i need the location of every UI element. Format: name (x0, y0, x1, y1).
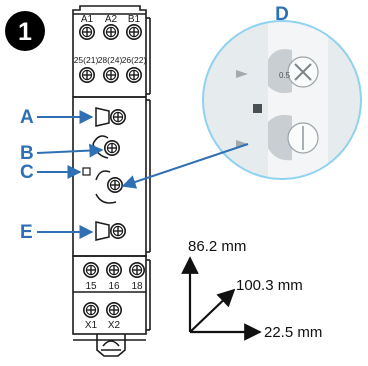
callout-label-c: C (20, 162, 34, 183)
callout-a: A (20, 107, 94, 128)
terminal-label-b1: B1 (128, 14, 141, 25)
screw-icon (126, 67, 142, 83)
depth-label: 100.3 mm (236, 277, 303, 294)
screw-icon (129, 261, 145, 279)
dimension-axes (181, 256, 262, 341)
terminal-label-a2: A2 (105, 14, 118, 25)
screw-icon (126, 23, 142, 41)
top-screws (79, 23, 142, 83)
bottom-terminal-labels: 15 16 18 X1 X2 (85, 281, 143, 331)
terminal-label-16: 16 (108, 281, 120, 292)
screw-icon (79, 23, 95, 41)
led-c (82, 167, 91, 176)
zoom-callout-arrow (121, 143, 249, 189)
callout-c: C (20, 162, 82, 183)
screw-icon (83, 301, 99, 319)
zoom-detail: D 0.5 (202, 4, 362, 180)
terminal-label-18: 18 (131, 281, 143, 292)
callout-e: E (20, 222, 94, 243)
width-label: 22.5 mm (264, 324, 322, 341)
depth-arrow (189, 288, 236, 333)
screw-icon (79, 67, 95, 83)
callout-arrow (36, 143, 104, 158)
terminal-label-x1: X1 (85, 320, 98, 331)
screw-icon (106, 301, 122, 319)
bottom-terminal-block (72, 255, 147, 335)
height-label: 86.2 mm (188, 238, 246, 255)
screw-icon (106, 261, 122, 279)
callout-label-a: A (20, 107, 34, 128)
terminal-label-28: 28(24) (98, 55, 123, 65)
knob-b (92, 135, 120, 159)
top-rail-clip (72, 5, 147, 14)
terminal-label-25: 25(21) (74, 55, 99, 65)
dial-value: 0.5 (279, 71, 291, 80)
top-terminal-labels: A1 A2 B1 25(21) 28(24) 26(22) (74, 14, 147, 65)
knob-a (95, 107, 126, 127)
terminal-label-15: 15 (85, 281, 97, 292)
step-number: 1 (18, 18, 32, 46)
din-clip (96, 334, 126, 357)
terminal-label-26: 26(22) (122, 55, 147, 65)
knob-e (95, 221, 126, 241)
callout-label-e: E (20, 222, 33, 243)
screw-icon (103, 23, 119, 41)
callout-b: B (20, 143, 104, 164)
screw-icon (83, 261, 99, 279)
screw-icon (103, 67, 119, 83)
callout-label-b: B (20, 143, 34, 164)
step-badge: 1 (5, 11, 45, 51)
terminal-label-x2: X2 (108, 320, 121, 331)
terminal-label-a1: A1 (81, 14, 94, 25)
callout-label-d: D (275, 4, 289, 25)
knob-d (95, 170, 123, 204)
